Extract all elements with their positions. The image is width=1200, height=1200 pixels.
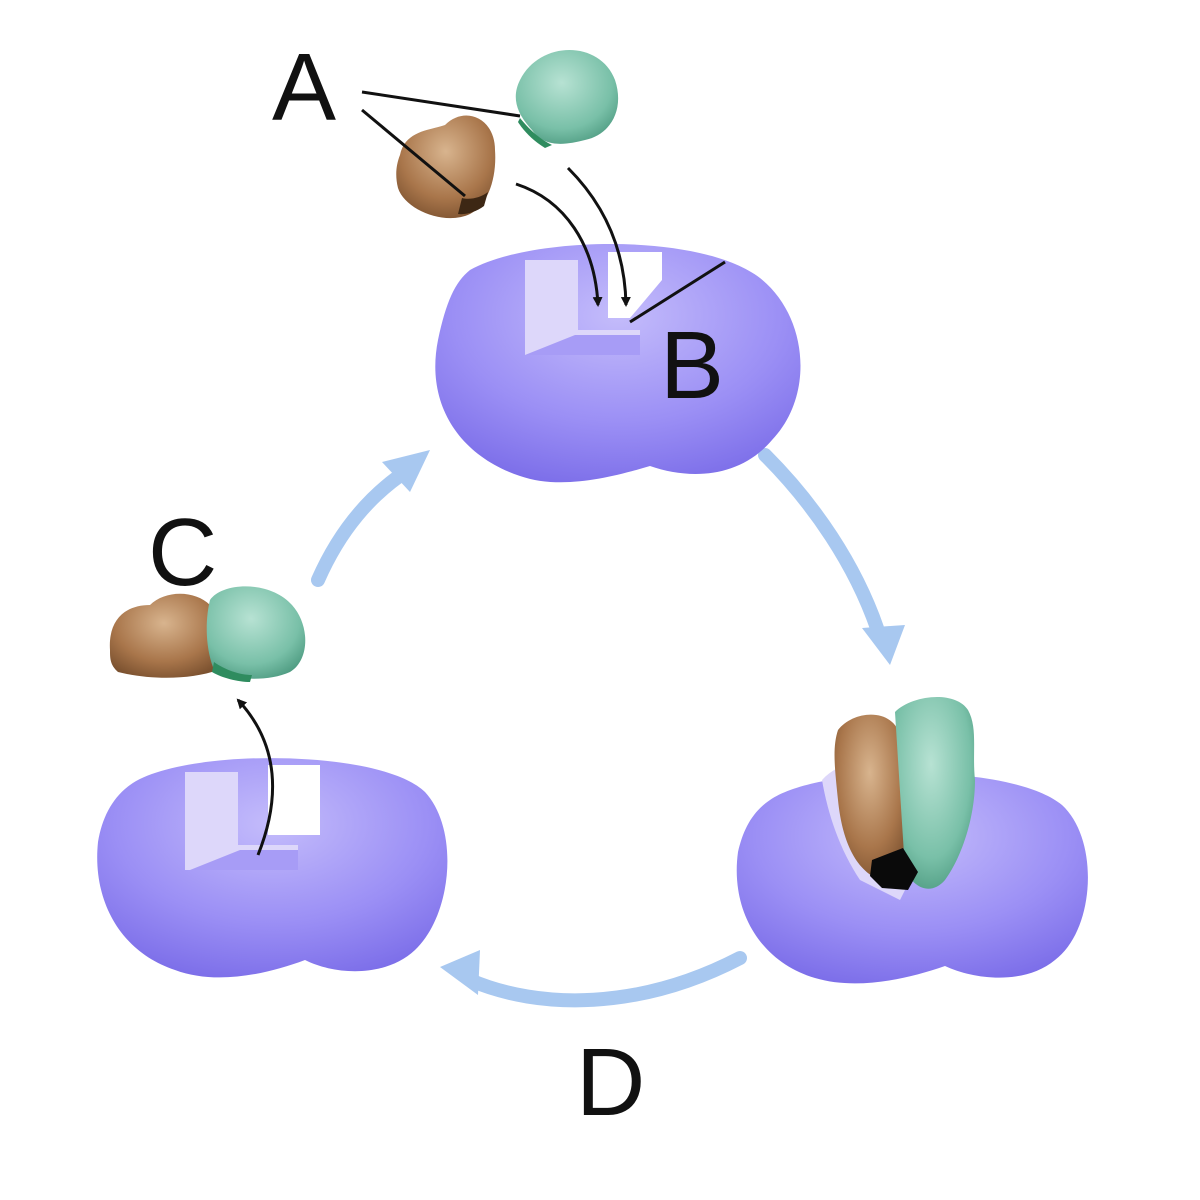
- binding-arrow-green: [566, 166, 631, 307]
- brown-substrate-icon: [396, 115, 496, 219]
- pointer-line-a-to-brown: [361, 108, 466, 198]
- release-arrow: [236, 698, 275, 856]
- cycle-arrow-b-to-product: [758, 448, 905, 665]
- binding-arrow-brown: [515, 182, 603, 307]
- active-site-bottom: [185, 772, 298, 870]
- product-green-part: [206, 586, 306, 679]
- bound-brown-substrate: [834, 714, 905, 880]
- label-d: D: [576, 1029, 646, 1136]
- cycle-arrow-product-to-release: [440, 950, 747, 1008]
- active-site-top: [525, 260, 640, 355]
- bound-green-substrate: [895, 697, 975, 889]
- enzyme-substrate-complex: [736, 697, 1088, 984]
- bond-black-mark: [870, 848, 918, 890]
- product-complex: [109, 586, 306, 682]
- product-brown-part: [109, 593, 218, 678]
- green-substrate-icon: [515, 50, 619, 148]
- enzyme-top-empty: [435, 243, 801, 483]
- label-a: A: [272, 34, 337, 141]
- cycle-arrow-c-to-b: [311, 450, 430, 587]
- pointer-line-b-to-site: [629, 260, 726, 324]
- label-c: C: [148, 499, 218, 606]
- pointer-line-a-to-green: [361, 90, 521, 118]
- enzyme-bottom-empty: [97, 758, 448, 978]
- label-b: B: [660, 312, 725, 419]
